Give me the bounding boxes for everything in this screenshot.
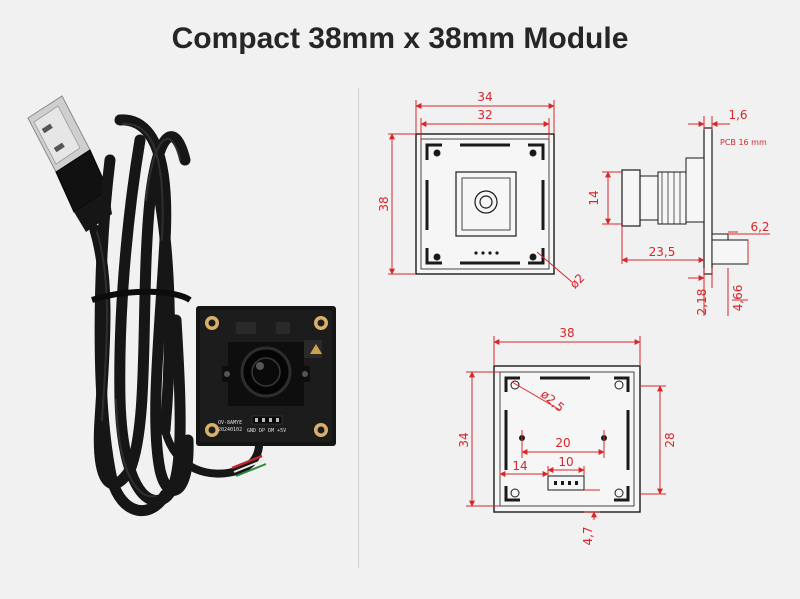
dim-bottom-height-right: 28 <box>663 432 677 447</box>
dim-top-hole: ø2 <box>567 271 587 291</box>
page-title: Compact 38mm x 38mm Module <box>171 22 629 55</box>
dim-side-depth: 23,5 <box>649 245 676 259</box>
dim-bottom-conn-height: 4,7 <box>581 526 595 545</box>
top-view-drawing: 34 32 38 ø2 <box>377 90 587 291</box>
dim-top-height: 38 <box>377 196 391 211</box>
dim-side-pcb-thickness: 1,6 <box>728 108 747 122</box>
section-divider <box>358 88 359 568</box>
bottom-view-drawing: 38 34 28 ø2,5 20 14 10 4,7 <box>457 326 677 546</box>
dim-side-pcb-note: PCB 16 mm <box>720 138 767 147</box>
usb-cable-photo <box>27 95 267 517</box>
dim-bottom-width: 38 <box>559 326 574 340</box>
camera-board-photo: OV-8AMYE 20240102 GND DP DM +5V <box>196 306 336 446</box>
dim-side-connector: 6,2 <box>750 220 769 234</box>
dim-side-offset-b: 4,66 <box>731 285 745 312</box>
dim-bottom-hole-spacing: 20 <box>555 436 570 450</box>
dim-side-offset-a: 2,18 <box>695 289 709 316</box>
dim-bottom-height-left: 34 <box>457 432 471 447</box>
dim-side-lens-height: 14 <box>587 190 601 205</box>
board-silk-date: 20240102 <box>218 427 242 433</box>
dim-bottom-conn-width: 10 <box>558 455 573 469</box>
board-silk-label: OV-8AMYE <box>218 420 242 426</box>
dim-top-outer-width: 34 <box>477 90 492 104</box>
dim-top-inner-width: 32 <box>477 108 492 122</box>
dim-bottom-conn-offset: 14 <box>512 459 527 473</box>
side-view-drawing: 1,6 PCB 16 mm 14 23,5 6,2 2,18 4,66 <box>587 108 770 316</box>
board-silk-pinout: GND DP DM +5V <box>247 428 286 434</box>
